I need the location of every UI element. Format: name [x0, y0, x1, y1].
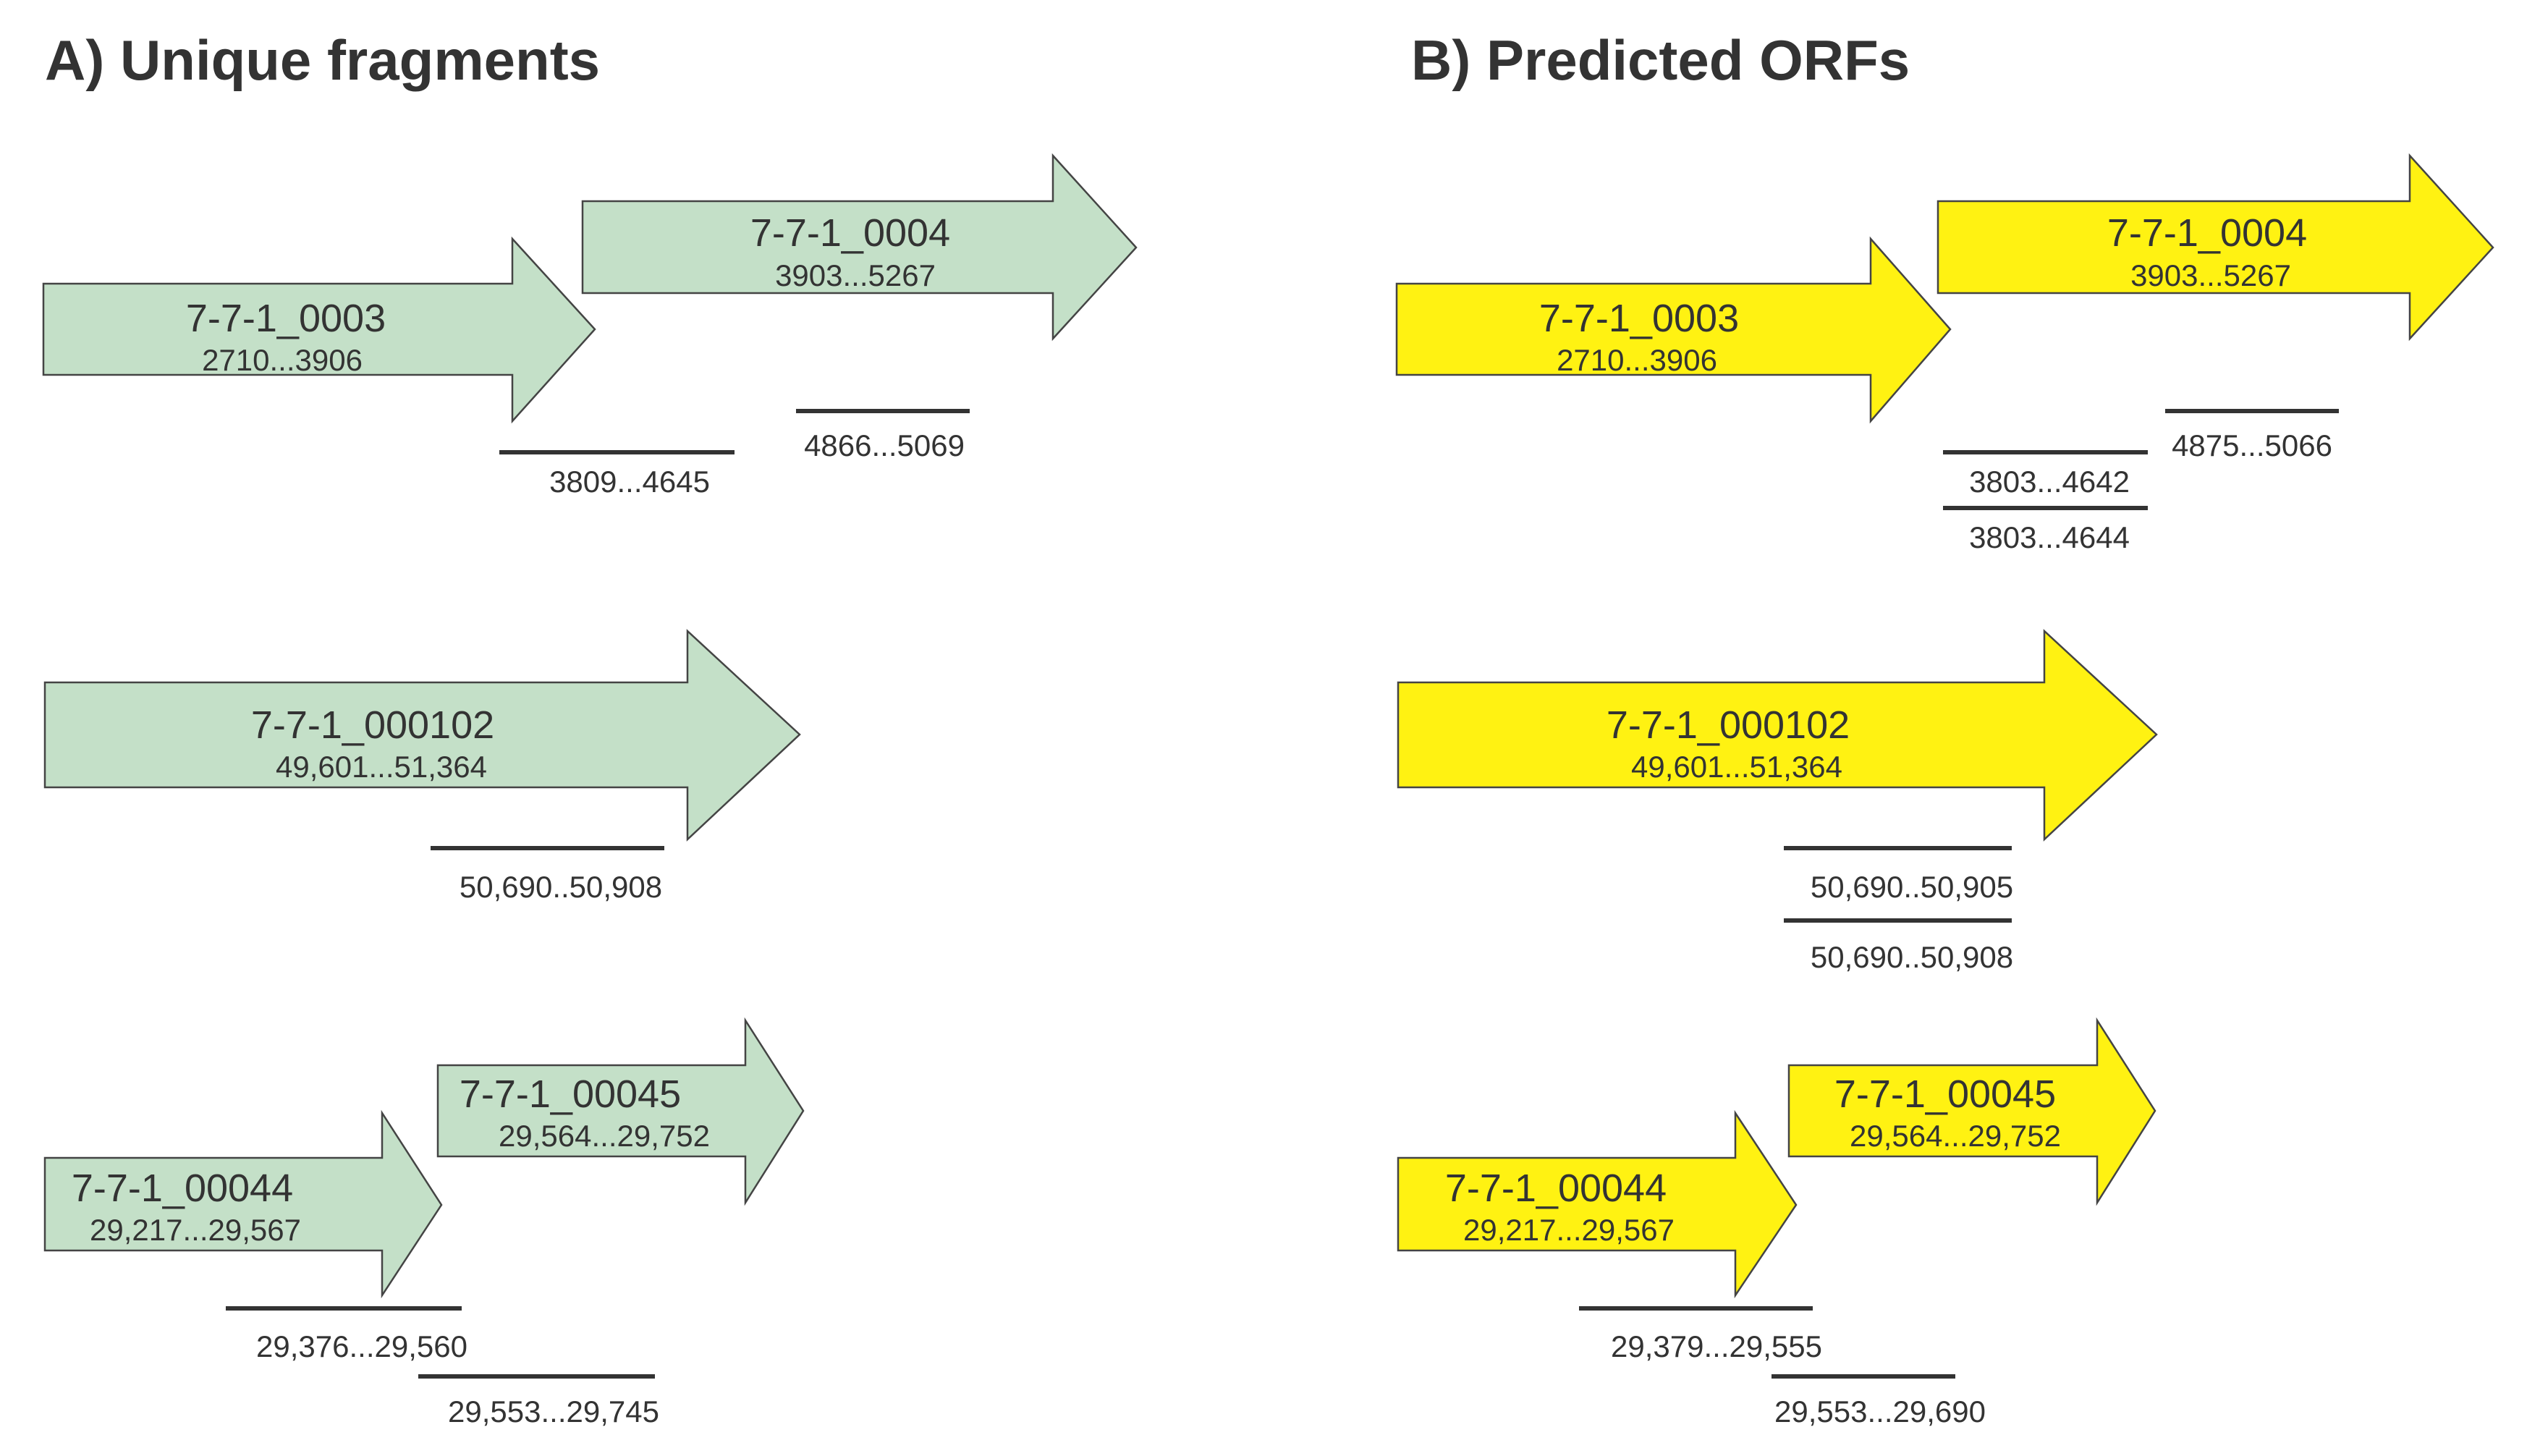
fragment-b-2: 3803...4644: [1943, 506, 2148, 554]
fragment-label: 3809...4645: [549, 465, 710, 499]
arrow-shape: [1397, 629, 2158, 842]
arrow-shape: [1397, 1109, 1798, 1299]
fragment-b-1: 3803...4642: [1943, 450, 2148, 499]
arrow-shape: [43, 629, 801, 842]
gene-name: 7-7-1_0003: [186, 297, 386, 340]
arrow-shape: [1787, 1017, 2156, 1206]
gene-range: 49,601...51,364: [276, 750, 487, 784]
gene-name: 7-7-1_00044: [1445, 1167, 1667, 1210]
gene-range: 29,217...29,567: [90, 1213, 301, 1247]
gene-arrow-b-00044: 7-7-1_00044 29,217...29,567: [1397, 1109, 1798, 1299]
arrow-shape: [1936, 153, 2494, 342]
arrow-shape: [581, 153, 1138, 342]
panel-a-title: A) Unique fragments: [45, 28, 600, 92]
gene-name: 7-7-1_000102: [1607, 703, 1850, 747]
fragment-a-1: 3809...4645: [499, 450, 735, 499]
fragment-label: 29,376...29,560: [256, 1329, 467, 1363]
fragment-a-3: 50,690..50,908: [431, 846, 664, 904]
fragment-a-2: 4866...5069: [796, 409, 970, 462]
panel-b: B) Predicted ORFs 7-7-1_0003 2710...3906…: [1395, 28, 2494, 1429]
fragment-label: 29,553...29,690: [1774, 1394, 1986, 1429]
fragment-a-4: 29,376...29,560: [226, 1306, 467, 1363]
gene-name: 7-7-1_000102: [251, 703, 494, 747]
arrow-shape: [1395, 236, 1952, 424]
panel-b-title: B) Predicted ORFs: [1411, 28, 1910, 92]
gene-arrow-a-0004: 7-7-1_0004 3903...5267: [581, 153, 1138, 342]
fragment-label: 29,379...29,555: [1611, 1329, 1822, 1363]
gene-name: 7-7-1_00044: [72, 1167, 293, 1210]
fragment-a-5: 29,553...29,745: [418, 1374, 659, 1429]
gene-arrow-a-00045: 7-7-1_00045 29,564...29,752: [436, 1017, 805, 1206]
fragment-b-3: 4875...5066: [2165, 409, 2339, 462]
panel-a: A) Unique fragments 7-7-1_0003 2710...39…: [42, 28, 1138, 1429]
gene-range: 29,564...29,752: [1850, 1119, 2061, 1153]
gene-range: 2710...3906: [202, 343, 363, 377]
gene-range: 2710...3906: [1557, 343, 1717, 377]
fragment-b-5: 50,690..50,908: [1784, 918, 2013, 974]
fragment-label: 50,690..50,908: [1811, 940, 2013, 974]
gene-arrow-a-00044: 7-7-1_00044 29,217...29,567: [43, 1109, 443, 1299]
gene-name: 7-7-1_0003: [1539, 297, 1739, 340]
gene-arrow-a-0003: 7-7-1_0003 2710...3906: [42, 236, 596, 424]
arrow-shape: [43, 1109, 443, 1299]
gene-arrow-b-0004: 7-7-1_0004 3903...5267: [1936, 153, 2494, 342]
gene-arrow-b-0003: 7-7-1_0003 2710...3906: [1395, 236, 1952, 424]
gene-range: 49,601...51,364: [1631, 750, 1842, 784]
fragment-label: 50,690..50,908: [460, 870, 662, 904]
arrow-shape: [436, 1017, 805, 1206]
gene-range: 29,564...29,752: [499, 1119, 710, 1153]
fragment-b-4: 50,690..50,905: [1784, 846, 2013, 904]
gene-name: 7-7-1_00045: [1834, 1072, 2056, 1116]
gene-arrow-b-00045: 7-7-1_00045 29,564...29,752: [1787, 1017, 2156, 1206]
fragment-b-6: 29,379...29,555: [1579, 1306, 1822, 1363]
gene-arrow-b-000102: 7-7-1_000102 49,601...51,364: [1397, 629, 2158, 842]
gene-range: 3903...5267: [775, 258, 936, 292]
fragment-label: 3803...4644: [1969, 520, 2130, 554]
gene-name: 7-7-1_00045: [460, 1072, 681, 1116]
fragment-b-7: 29,553...29,690: [1772, 1374, 1986, 1429]
fragment-label: 4866...5069: [804, 428, 965, 462]
gene-name: 7-7-1_0004: [2107, 211, 2307, 255]
gene-name: 7-7-1_0004: [750, 211, 950, 255]
fragment-label: 3803...4642: [1969, 465, 2130, 499]
arrow-shape: [42, 236, 596, 424]
gene-arrow-a-000102: 7-7-1_000102 49,601...51,364: [43, 629, 801, 842]
fragment-label: 4875...5066: [2172, 428, 2332, 462]
gene-range: 3903...5267: [2130, 258, 2291, 292]
gene-range: 29,217...29,567: [1463, 1213, 1675, 1247]
fragment-label: 50,690..50,905: [1811, 870, 2013, 904]
fragment-label: 29,553...29,745: [448, 1394, 659, 1429]
